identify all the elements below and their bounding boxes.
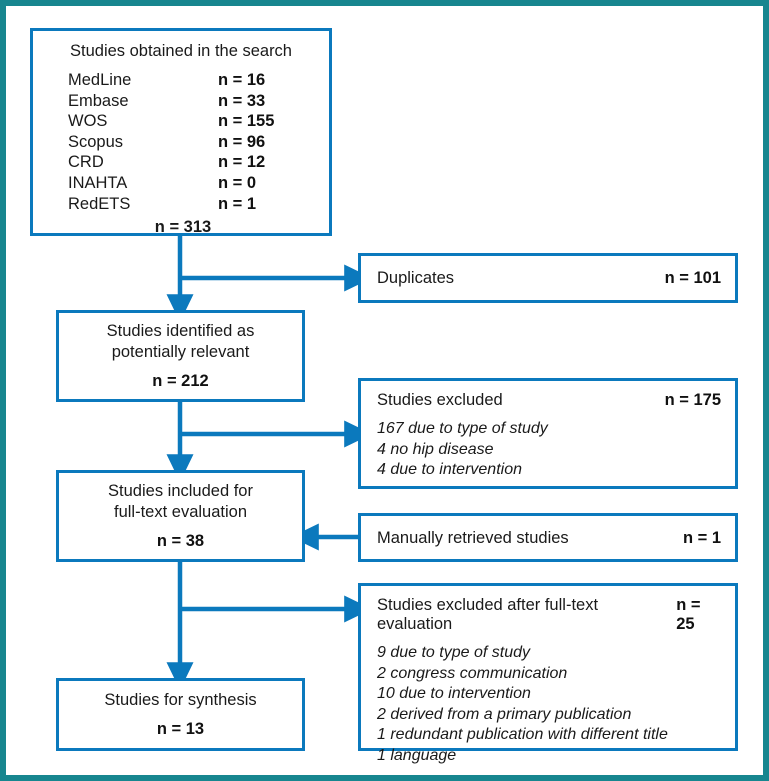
excluded-fulltext-head: Studies excluded after full-text evaluat… xyxy=(377,596,721,634)
box-potentially-relevant: Studies identified as potentially releva… xyxy=(56,310,305,402)
reason-item: 10 due to intervention xyxy=(377,685,531,702)
source-name: Embase xyxy=(68,91,129,110)
box-manually-retrieved: Manually retrieved studies n = 1 xyxy=(358,513,738,562)
excluded-fulltext-reasons: 9 due to type of study 2 congress commun… xyxy=(377,643,721,766)
source-count: n = 96 xyxy=(218,132,266,151)
source-name: RedETS xyxy=(68,194,131,213)
excluded-screening-count: n = 175 xyxy=(664,391,721,409)
excluded-screening-reasons: 167 due to type of study 4 no hip diseas… xyxy=(377,419,721,481)
duplicates-head: Duplicates n = 101 xyxy=(377,269,721,288)
source-name: MedLine xyxy=(68,71,132,89)
box-studies-for-synthesis: Studies for synthesis n = 13 xyxy=(56,678,305,751)
source-name: Scopus xyxy=(68,132,124,151)
synthesis-line-1: Studies for synthesis xyxy=(104,690,257,709)
source-count: n = 155 xyxy=(218,112,275,131)
search-total-count: n = 313 xyxy=(154,218,212,237)
box-studies-excluded-screening: Studies excluded n = 175 167 due to type… xyxy=(358,378,738,489)
source-row: WOS n = 155 xyxy=(47,111,315,132)
source-count: n = 33 xyxy=(218,91,266,110)
relevant-line-2: potentially relevant xyxy=(111,342,250,361)
duplicates-count: n = 101 xyxy=(664,269,721,287)
source-row: CRD n = 12 xyxy=(47,152,315,173)
source-name: CRD xyxy=(68,153,104,172)
manual-label: Manually retrieved studies xyxy=(377,529,569,547)
reason-item: 167 due to type of study xyxy=(377,420,548,437)
fulltext-count: n = 38 xyxy=(156,531,205,550)
reason-item: 2 congress communication xyxy=(377,664,568,682)
synthesis-count: n = 13 xyxy=(156,719,205,738)
relevant-count: n = 212 xyxy=(152,371,209,390)
excluded-screening-head: Studies excluded n = 175 xyxy=(377,391,721,410)
reason-item: 9 due to type of study xyxy=(377,644,530,661)
reason-item: 1 redundant publication with different t… xyxy=(377,726,668,743)
source-name: INAHTA xyxy=(68,173,128,192)
source-name: WOS xyxy=(68,112,108,131)
box-studies-excluded-full-text: Studies excluded after full-text evaluat… xyxy=(358,583,738,764)
source-count: n = 0 xyxy=(218,173,257,192)
box-included-full-text: Studies included for full-text evaluatio… xyxy=(56,470,305,562)
box-studies-obtained: Studies obtained in the search MedLine n… xyxy=(30,28,332,236)
source-count: n = 1 xyxy=(218,194,257,213)
source-row: Embase n = 33 xyxy=(47,91,315,112)
reason-item: 4 no hip disease xyxy=(377,440,494,458)
box-search-title: Studies obtained in the search xyxy=(70,42,292,60)
fulltext-line-2: full-text evaluation xyxy=(114,502,247,521)
manual-head: Manually retrieved studies n = 1 xyxy=(377,529,721,548)
source-row: MedLine n = 16 xyxy=(47,70,315,91)
excluded-screening-label: Studies excluded xyxy=(377,391,503,409)
excluded-fulltext-label: Studies excluded after full-text evaluat… xyxy=(377,596,599,633)
relevant-line-1: Studies identified as xyxy=(106,321,255,340)
box-duplicates: Duplicates n = 101 xyxy=(358,253,738,303)
source-row: INAHTA n = 0 xyxy=(47,173,315,194)
manual-count: n = 1 xyxy=(682,529,721,547)
reason-item: 2 derived from a primary publication xyxy=(377,705,632,723)
excluded-fulltext-count: n = 25 xyxy=(676,596,701,633)
source-count: n = 16 xyxy=(218,71,266,89)
source-row: RedETS n = 1 xyxy=(47,194,315,215)
source-row: Scopus n = 96 xyxy=(47,132,315,153)
fulltext-line-1: Studies included for xyxy=(108,481,253,500)
reason-item: 1 language xyxy=(377,746,457,764)
reason-item: 4 due to intervention xyxy=(377,461,522,478)
source-count: n = 12 xyxy=(218,153,266,172)
duplicates-label: Duplicates xyxy=(377,269,455,287)
